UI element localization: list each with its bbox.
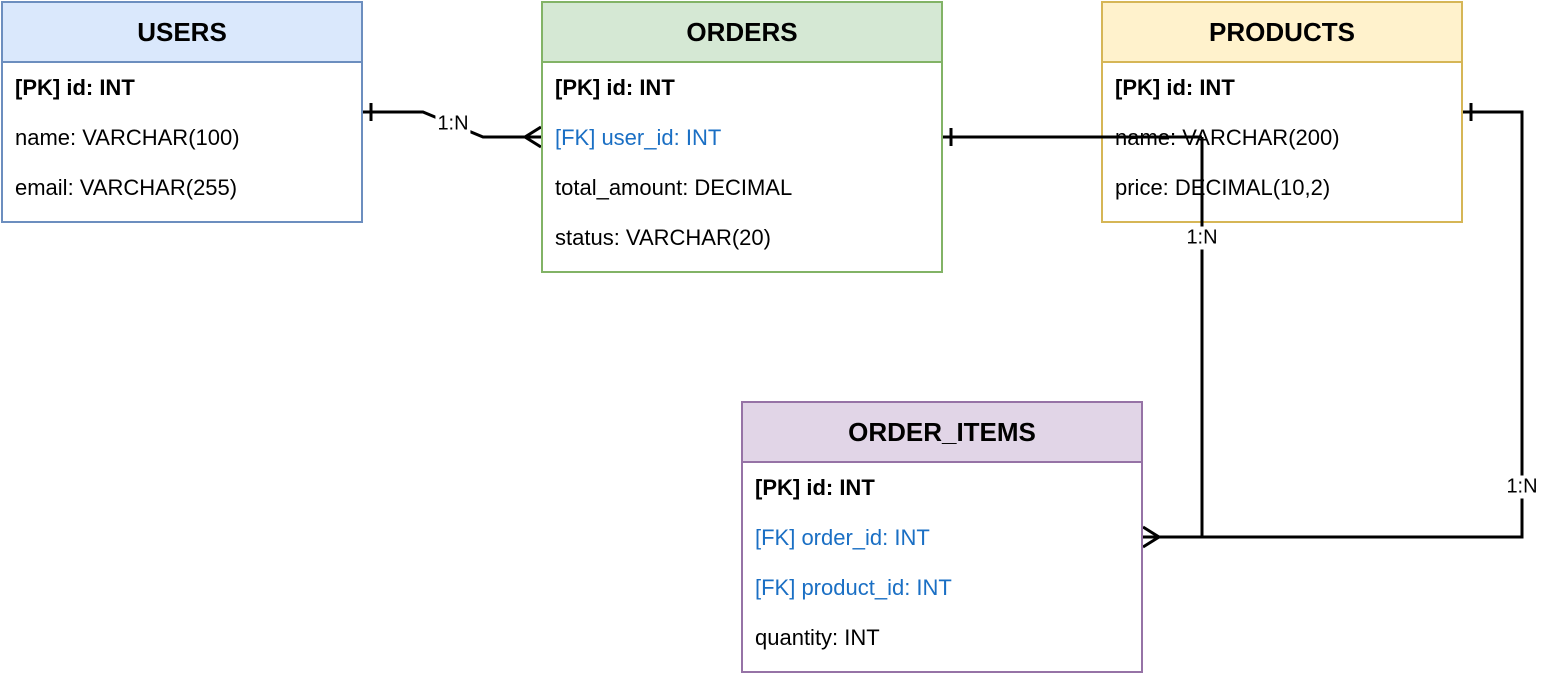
entity-users-title: USERS	[3, 3, 361, 63]
entity-orders-field: [FK] user_id: INT	[555, 125, 722, 150]
entity-orders-field: total_amount: DECIMAL	[555, 175, 793, 200]
entity-users[interactable]: USERS [PK] id: INT name: VARCHAR(100) em…	[1, 1, 363, 223]
entity-users-field: email: VARCHAR(255)	[15, 175, 238, 200]
entity-order-items-field: [PK] id: INT	[755, 475, 875, 500]
entity-users-field: [PK] id: INT	[15, 75, 135, 100]
entity-order-items-title: ORDER_ITEMS	[743, 403, 1141, 463]
entity-order-items-field: [FK] order_id: INT	[755, 525, 930, 550]
entity-products-field: price: DECIMAL(10,2)	[1115, 175, 1331, 200]
entity-users-field: name: VARCHAR(100)	[15, 125, 240, 150]
entity-orders-title: ORDERS	[543, 3, 941, 63]
relation-label-products-items: 1:N	[1504, 475, 1540, 499]
entity-order-items-field: quantity: INT	[755, 625, 880, 650]
entity-products-title: PRODUCTS	[1103, 3, 1461, 63]
entity-order-items[interactable]: ORDER_ITEMS [PK] id: INT [FK] order_id: …	[741, 401, 1143, 673]
entity-products-field: name: VARCHAR(200)	[1115, 125, 1340, 150]
entity-orders-field: status: VARCHAR(20)	[555, 225, 771, 250]
entity-orders[interactable]: ORDERS [PK] id: INT [FK] user_id: INT to…	[541, 1, 943, 273]
relation-label-orders-items: 1:N	[1184, 226, 1220, 250]
entity-products[interactable]: PRODUCTS [PK] id: INT name: VARCHAR(200)…	[1101, 1, 1463, 223]
entity-order-items-field: [FK] product_id: INT	[755, 575, 952, 600]
entity-orders-field: [PK] id: INT	[555, 75, 675, 100]
relation-label-users-orders: 1:N	[435, 112, 471, 136]
entity-products-field: [PK] id: INT	[1115, 75, 1235, 100]
